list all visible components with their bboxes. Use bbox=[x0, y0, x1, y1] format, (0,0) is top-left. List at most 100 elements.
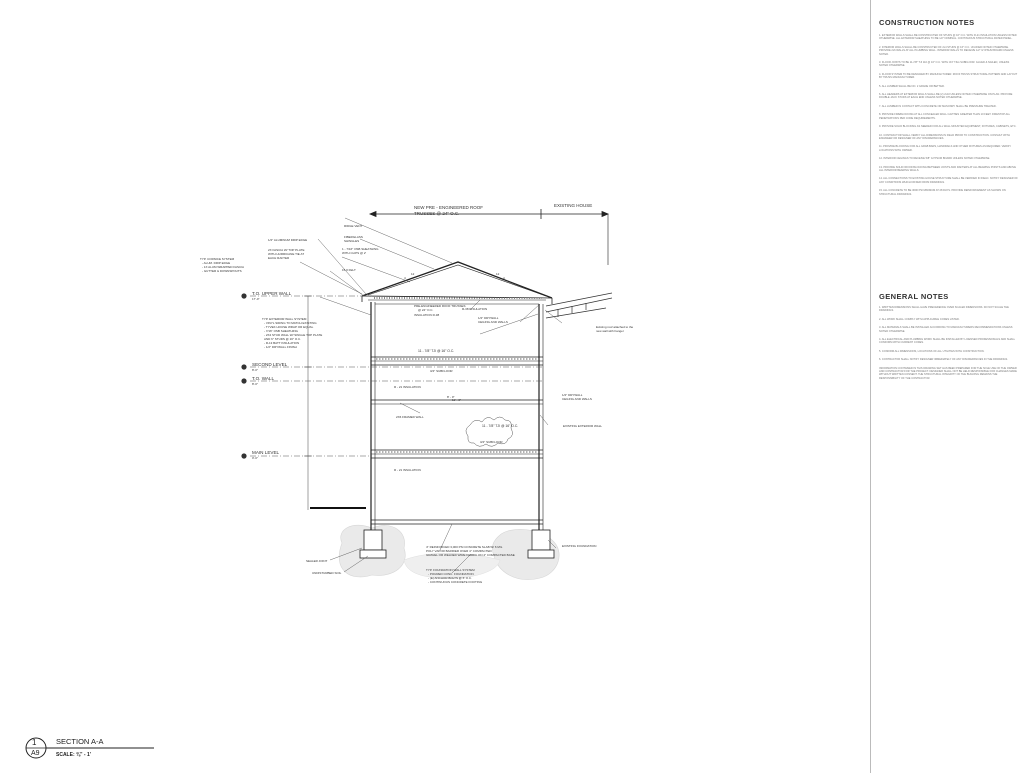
level-second: SECOND LEVEL bbox=[252, 362, 288, 367]
existing-roof-note: Existing roof attached to the bbox=[596, 325, 634, 329]
ext-wall-8: - 1/2" DRYWALL FINISH bbox=[264, 345, 297, 349]
stud-wall-label: 2X6 FRAMED WALL bbox=[396, 415, 424, 419]
construction-note: 15. ALL CONCRETE TO BE 3000 PSI MINIMUM … bbox=[879, 189, 1006, 196]
shingles-label-2: SHINGLES bbox=[344, 239, 359, 243]
ext-wall-7: - R-13 BATT INSULATION bbox=[264, 341, 299, 345]
detail-bubble bbox=[25, 737, 154, 759]
main-subfloor: 3/4" SUBFLOOR bbox=[480, 440, 503, 444]
felt-label: 15 # FELT bbox=[342, 268, 356, 272]
roof-sheathing-label-2: WITH CLIPS @ 2' bbox=[342, 251, 367, 255]
concrete-slab-1: 4" REINFORCED 3,000 PSI CONCRETE SLAB W/… bbox=[426, 545, 503, 549]
r21-insulation: R - 21 INSULATION bbox=[394, 385, 421, 389]
level-upper-wall: T.O. UPPER WALL bbox=[252, 291, 292, 296]
construction-note: 9. PROVIDE SOLID BLOCKING AS NEEDED FOR … bbox=[879, 125, 1017, 129]
r38-insulation: R-38 INSULATION bbox=[462, 307, 487, 311]
construction-notes-list: 1. EXTERIOR WALLS SHALL BE CONSTRUCTED O… bbox=[879, 34, 1019, 201]
ext-wall-4: - 7/16" OSB SHEATHING bbox=[264, 329, 299, 333]
general-note: INFORMATION CONTAINED IN THIS DRAWING SE… bbox=[879, 366, 1017, 380]
general-note: 1. WRITTEN DIMENSIONS SHALL HAVE PRECEDE… bbox=[879, 306, 1009, 313]
upper-joist: 11 - 7/8" TJI @ 16" O.C. bbox=[418, 349, 454, 353]
fascia-label-2: WITH HURRICANE TIE AT bbox=[268, 252, 304, 256]
section-scale: SCALE: ⅜" - 1' bbox=[56, 752, 91, 758]
section-drawing: NEW PRE - ENGINEERED ROOF TRUSSES @ 24" … bbox=[25, 203, 634, 759]
foundation-1: TYP. FOUNDATION WALL SYSTEM bbox=[426, 568, 475, 572]
drywall-main-2: CEILING AND WALLS bbox=[562, 397, 592, 401]
fascia-label: 2X FASCIA W/ TOP PLATE bbox=[268, 248, 304, 252]
revision-cloud bbox=[465, 416, 513, 447]
roof-truss-label: NEW PRE - ENGINEERED ROOF bbox=[414, 205, 483, 210]
cornice-label-4: - GUTTER & DOWNSPOUTS bbox=[202, 269, 242, 273]
pitch-right-rise: 4 bbox=[503, 276, 505, 280]
existing-roof-note-2: new wall with hanger bbox=[596, 329, 624, 333]
roof-truss-label-2: TRUSSES @ 24" O.C. bbox=[414, 211, 459, 216]
concrete-slab-2: POLY VAPOR BARRIER OVER 4" COMPACTED bbox=[426, 549, 493, 553]
roof-assembly bbox=[361, 261, 553, 304]
cornice-label-3: - 1X ALUM WRAPPED FASCIA bbox=[202, 265, 244, 269]
level-wall: T.O. WALL bbox=[252, 376, 274, 381]
building-walls bbox=[370, 302, 544, 530]
upper-subfloor: 3/4" SUBFLOOR bbox=[430, 369, 453, 373]
general-note: 3. ALL MATERIALS SHALL BE INSTALLED ACCO… bbox=[879, 326, 1013, 333]
soil-hatch-mid bbox=[403, 553, 501, 579]
construction-notes-title: CONSTRUCTION NOTES bbox=[879, 18, 975, 27]
construction-note: 7. ALL LUMBER IN CONTACT WITH CONCRETE O… bbox=[879, 104, 997, 108]
general-note: 2. ALL WORK SHALL COMPLY WITH APPLICABLE… bbox=[879, 317, 960, 321]
main-joist: 11 - 7/8" TJI @ 16" O.C. bbox=[482, 424, 518, 428]
roof-sheathing-label: 1 - 7/16" OSB SHEATHING bbox=[342, 247, 379, 251]
ext-wall-3: - TYVEK HOUSE WRAP OR EQUAL bbox=[264, 325, 314, 329]
shingles-label: FIBERGLASS bbox=[344, 235, 363, 239]
cornice-label-2: - ALUM. DRIP EDGE bbox=[202, 261, 230, 265]
drywall-main: 1/2" DRYWALL bbox=[562, 393, 583, 397]
pre-eng-trusses-2: @ 24" O.C. bbox=[418, 308, 433, 312]
general-notes-title: GENERAL NOTES bbox=[879, 292, 949, 301]
level-second-elev: 8'-0" bbox=[252, 368, 258, 372]
pre-eng-trusses: PRE-ENGINEERED ROOF TRUSSES bbox=[414, 304, 465, 308]
height-dimension bbox=[304, 295, 312, 510]
construction-note: 12. INTERIOR CEILINGS TO RECEIVE 5/8" GY… bbox=[879, 157, 991, 161]
level-main: MAIN LEVEL bbox=[252, 450, 280, 455]
construction-note: 6. ALL HEADERS AT EXTERIOR WALLS SHALL B… bbox=[879, 93, 1013, 100]
pitch-left-run: 12 bbox=[411, 272, 415, 276]
general-notes-list: 1. WRITTEN DIMENSIONS SHALL HAVE PRECEDE… bbox=[879, 306, 1019, 385]
detail-number: 1 bbox=[32, 738, 37, 747]
pitch-right-run: 12 bbox=[496, 272, 500, 276]
undisturbed-soil: UNDISTURBED SOIL bbox=[312, 571, 342, 575]
level-upper-wall-elev: 17'-0" bbox=[252, 297, 260, 301]
existing-ext-wall: EXISTING EXTERIOR WALL bbox=[563, 424, 602, 428]
construction-note: 2. INTERIOR WALLS SHALL BE CONSTRUCTED O… bbox=[879, 45, 1014, 56]
construction-note: 5. ALL LUMBER SHALL BE NO. 2 GRADE OR BE… bbox=[879, 84, 945, 88]
notes-sidebar: CONSTRUCTION NOTES 1. EXTERIOR WALLS SHA… bbox=[870, 0, 1024, 773]
level-main-elev: 0'-0" bbox=[252, 456, 258, 460]
construction-note: 14. ALL CONNECTIONS TO EXISTING HOUSE ST… bbox=[879, 177, 1018, 184]
construction-note: 3. FLOOR JOISTS TO BE 11-7/8" TJI 110 @ … bbox=[879, 61, 1010, 68]
drywall-top-2: CEILING AND WALLS bbox=[478, 320, 508, 324]
sealer-joint: SEALER JOINT bbox=[306, 559, 328, 563]
pitch-left-rise: 4 bbox=[404, 276, 406, 280]
drywall-top: 1/2" DRYWALL bbox=[478, 316, 499, 320]
detail-sheet-number: A9 bbox=[31, 750, 40, 757]
existing-house-label: EXISTING HOUSE bbox=[554, 203, 592, 208]
ext-wall-1: TYP. EXTERIOR WALL SYSTEM bbox=[262, 317, 307, 321]
foundation-2: - POURED CONC. FOUNDATION bbox=[428, 572, 474, 576]
insulation-r38: INSULATION R-38 bbox=[414, 313, 439, 317]
general-note: 6. CONTRACTOR SHALL NOTIFY DESIGNER IMME… bbox=[879, 358, 1008, 362]
foundation bbox=[359, 529, 555, 559]
construction-note: 10. CONTRACTOR SHALL VERIFY ALL DIMENSIO… bbox=[879, 133, 1010, 140]
concrete-slab-3: GRAVEL OR WELDED WIRE FABRIC ON 4" COMPA… bbox=[426, 553, 515, 557]
cornice-label-1: TYP. CORNICE SYSTEM bbox=[200, 257, 235, 261]
general-note: 5. CONFIRM ALL DIMENSIONS, LOCATIONS OF … bbox=[879, 349, 985, 353]
drip-edge-label: 1/2" ALUMINUM DRIP EDGE bbox=[268, 238, 307, 242]
existing-foundation: EXISTING FOUNDATION bbox=[562, 544, 596, 548]
main-dimension: 11' - 0" bbox=[452, 398, 461, 402]
foundation-3: - (E) ANCHOR BOLTS @ 6' O.C. bbox=[428, 576, 472, 580]
existing-roof bbox=[545, 292, 613, 319]
construction-note: 13. PROVIDE SOLID WOOD BLOCKING BETWEEN … bbox=[879, 165, 1017, 172]
level-markers bbox=[241, 293, 247, 459]
construction-note: 4. FLOOR SYSTEM TO BE DESIGNED BY MANUFA… bbox=[879, 72, 1018, 80]
foundation-4: - CONTINUOUS CONCRETE FOOTING bbox=[428, 580, 483, 584]
section-title: SECTION A-A bbox=[56, 737, 104, 746]
ext-wall-6: AND 6" STUDS @ 16" O.C. bbox=[264, 337, 301, 341]
construction-note: 11. PROVIDE BLOCKING FOR ALL GRAB BARS, … bbox=[879, 145, 1011, 152]
general-note: 4. ALL ELECTRICAL AND PLUMBING WORK SHAL… bbox=[879, 338, 1016, 345]
upper-dimension: 8' - 0" bbox=[447, 395, 455, 399]
